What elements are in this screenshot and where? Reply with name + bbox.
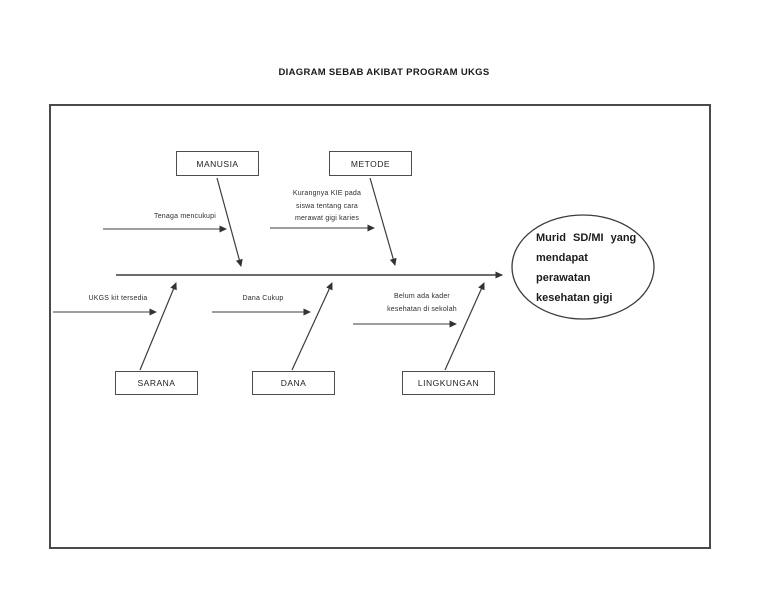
cause-line: Dana Cukup <box>242 295 284 302</box>
branch-line-metode <box>369 177 397 266</box>
effect-line: Murid SD/MI yang <box>536 232 637 244</box>
branch-line-manusia <box>216 177 243 267</box>
cause-line: merawat gigi karies <box>294 215 360 222</box>
category-box-dana: DANA <box>252 371 335 395</box>
page-title: DIAGRAM SEBAB AKIBAT PROGRAM UKGS <box>278 67 490 78</box>
cause-label-ukgs: UKGS kit tersedia <box>62 293 174 306</box>
cause-label-dana: Dana Cukup <box>213 293 313 306</box>
category-box-sarana: SARANA <box>115 371 198 395</box>
category-label-dana: DANA <box>280 378 307 388</box>
effect-line: mendapat <box>536 252 588 264</box>
effect-text: Murid SD/MI yang mendapat perawatan kese… <box>536 228 638 308</box>
cause-line: siswa tentang cara <box>296 202 358 210</box>
category-box-metode: METODE <box>329 151 412 176</box>
cause-line: UKGS kit tersedia <box>88 295 148 302</box>
category-label-metode: METODE <box>350 158 391 169</box>
cause-line: kesehatan di sekolah <box>387 305 457 313</box>
cause-line: Tenaga mencukupi <box>154 213 216 220</box>
branch-line-lingkungan <box>444 282 485 371</box>
category-box-manusia: MANUSIA <box>176 151 259 176</box>
branch-line-sarana <box>139 282 177 371</box>
effect-line: perawatan <box>536 272 591 284</box>
cause-line: Belum ada kader <box>394 293 450 300</box>
cause-line: Kurangnya KIE pada <box>292 190 362 197</box>
category-label-manusia: MANUSIA <box>196 158 239 169</box>
diagram-frame <box>49 104 711 549</box>
branch-line-dana <box>291 282 333 371</box>
cause-label-belum: Belum ada kader kesehatan di sekolah <box>366 291 478 316</box>
effect-line: kesehatan gigi <box>536 292 613 304</box>
category-label-sarana: SARANA <box>137 378 176 388</box>
category-box-lingkungan: LINGKUNGAN <box>402 371 495 395</box>
cause-label-kurangnya: Kurangnya KIE pada siswa tentang cara me… <box>282 188 372 226</box>
effect-ellipse <box>511 214 655 320</box>
category-label-lingkungan: LINGKUNGAN <box>417 378 480 388</box>
cause-label-tenaga: Tenaga mencukupi <box>133 211 237 224</box>
